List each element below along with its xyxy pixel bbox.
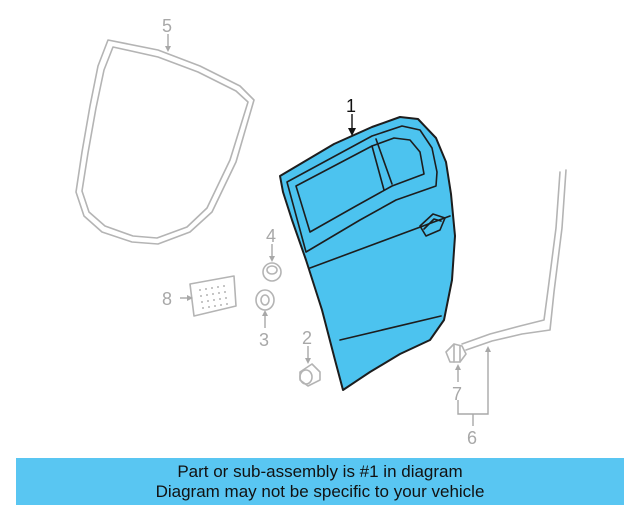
clip-part	[445, 343, 467, 363]
info-banner: Part or sub-assembly is #1 in diagram Di…	[16, 458, 624, 505]
door-shell-part	[279, 116, 456, 391]
callout-8: 8	[162, 289, 172, 309]
bumper-part-2	[299, 363, 321, 387]
weatherstrip-part	[75, 39, 255, 245]
grommet-part-3	[255, 289, 275, 311]
callout-7: 7	[452, 384, 462, 404]
callout-5: 5	[162, 16, 172, 36]
banner-line-2: Diagram may not be specific to your vehi…	[155, 481, 485, 501]
plug-part-4	[262, 262, 282, 282]
banner-line-1: Part or sub-assembly is #1 in diagram	[177, 461, 463, 481]
leader-lines	[165, 34, 491, 426]
callout-3: 3	[259, 330, 269, 350]
pad-part-8	[189, 275, 237, 317]
callout-2: 2	[302, 328, 312, 348]
callout-6: 6	[467, 428, 477, 448]
callout-1: 1	[346, 96, 356, 116]
callout-4: 4	[266, 226, 276, 246]
parts-diagram: 1 5 4 3 2 8 7 6	[75, 16, 567, 448]
moulding-part	[461, 169, 567, 351]
